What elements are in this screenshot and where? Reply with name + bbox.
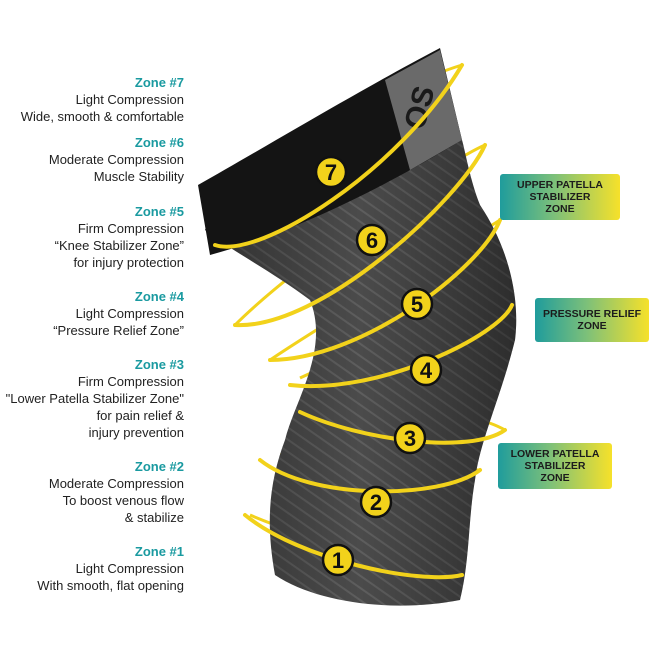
zone-6-line-1: Moderate Compression	[48, 152, 184, 167]
callout-upper-patella-line-2: STABILIZER	[529, 191, 591, 203]
zone-2-line-3: & stabilize	[124, 510, 184, 525]
badge-5-number: 5	[411, 292, 423, 317]
zone-3-line-3: for pain relief &	[96, 408, 184, 423]
zone-4-line-2: “Pressure Relief Zone”	[53, 323, 184, 338]
ring-7-front	[213, 63, 464, 249]
zone-5-line-2: “Knee Stabilizer Zone”	[54, 238, 184, 253]
zone-4-line-1: Light Compression	[75, 306, 184, 321]
zone-descriptions: Zone #7 Light Compression Wide, smooth &…	[0, 0, 190, 653]
zone-1-title: Zone #1	[134, 544, 184, 559]
zone-5-line-3: for injury protection	[73, 255, 184, 270]
callout-pressure-relief-line-2: ZONE	[577, 320, 607, 332]
zone-2-description: Zone #2 Moderate Compression To boost ve…	[0, 458, 184, 526]
zone-5-line-1: Firm Compression	[77, 221, 184, 236]
callout-lower-patella: LOWER PATELLA STABILIZER ZONE	[498, 443, 612, 489]
sleeve-shading	[205, 140, 517, 606]
zone-6-title: Zone #6	[134, 135, 184, 150]
callout-pressure-relief-line-1: PRESSURE RELIEF	[542, 308, 642, 320]
zone-2-line-2: To boost venous flow	[62, 493, 184, 508]
ring-1-front	[243, 513, 464, 580]
zone-2-title: Zone #2	[134, 459, 184, 474]
callout-lower-patella-line-2: STABILIZER	[524, 460, 586, 472]
badge-4: 4	[409, 353, 443, 387]
badge-7: 7	[314, 155, 348, 189]
zone-7-title: Zone #7	[134, 75, 184, 90]
zone-1-line-1: Light Compression	[75, 561, 184, 576]
zone-3-description: Zone #3 Firm Compression "Lower Patella …	[0, 356, 184, 441]
zone-2-line-1: Moderate Compression	[48, 476, 184, 491]
zone-6-description: Zone #6 Moderate Compression Muscle Stab…	[0, 134, 184, 185]
callout-lower-patella-line-3: ZONE	[540, 472, 570, 484]
badge-7-number: 7	[325, 160, 337, 185]
zone-5-title: Zone #5	[134, 204, 184, 219]
callout-upper-patella: UPPER PATELLA STABILIZER ZONE	[500, 174, 620, 220]
zone-4-title: Zone #4	[134, 289, 184, 304]
zone-1-description: Zone #1 Light Compression With smooth, f…	[0, 543, 184, 594]
badge-6-number: 6	[366, 228, 378, 253]
callout-upper-patella-line-1: UPPER PATELLA	[517, 179, 603, 191]
zone-1-line-2: With smooth, flat opening	[37, 578, 184, 593]
badge-6: 6	[355, 223, 389, 257]
badge-4-number: 4	[420, 358, 433, 383]
zone-3-line-1: Firm Compression	[77, 374, 184, 389]
badge-1-number: 1	[332, 548, 344, 573]
zone-4-description: Zone #4 Light Compression “Pressure Reli…	[0, 288, 184, 339]
zone-3-line-2: "Lower Patella Stabilizer Zone"	[5, 391, 184, 406]
badge-3-number: 3	[404, 426, 416, 451]
badge-2: 2	[359, 485, 393, 519]
zone-6-line-2: Muscle Stability	[93, 169, 184, 184]
zone-7-line-2: Wide, smooth & comfortable	[20, 109, 184, 124]
ring-6-front	[233, 143, 487, 328]
badge-2-number: 2	[370, 490, 382, 515]
zone-3-title: Zone #3	[134, 357, 184, 372]
zone-7-line-1: Light Compression	[75, 92, 184, 107]
badge-5: 5	[400, 287, 434, 321]
callout-pressure-relief: PRESSURE RELIEF ZONE	[535, 298, 649, 342]
callout-lower-patella-line-1: LOWER PATELLA	[510, 448, 600, 460]
badge-1: 1	[321, 543, 355, 577]
callout-upper-patella-line-3: ZONE	[545, 203, 575, 215]
zone-7-description: Zone #7 Light Compression Wide, smooth &…	[0, 74, 184, 125]
zone-5-description: Zone #5 Firm Compression “Knee Stabilize…	[0, 203, 184, 271]
zone-3-line-4: injury prevention	[88, 425, 184, 440]
badge-3: 3	[393, 421, 427, 455]
